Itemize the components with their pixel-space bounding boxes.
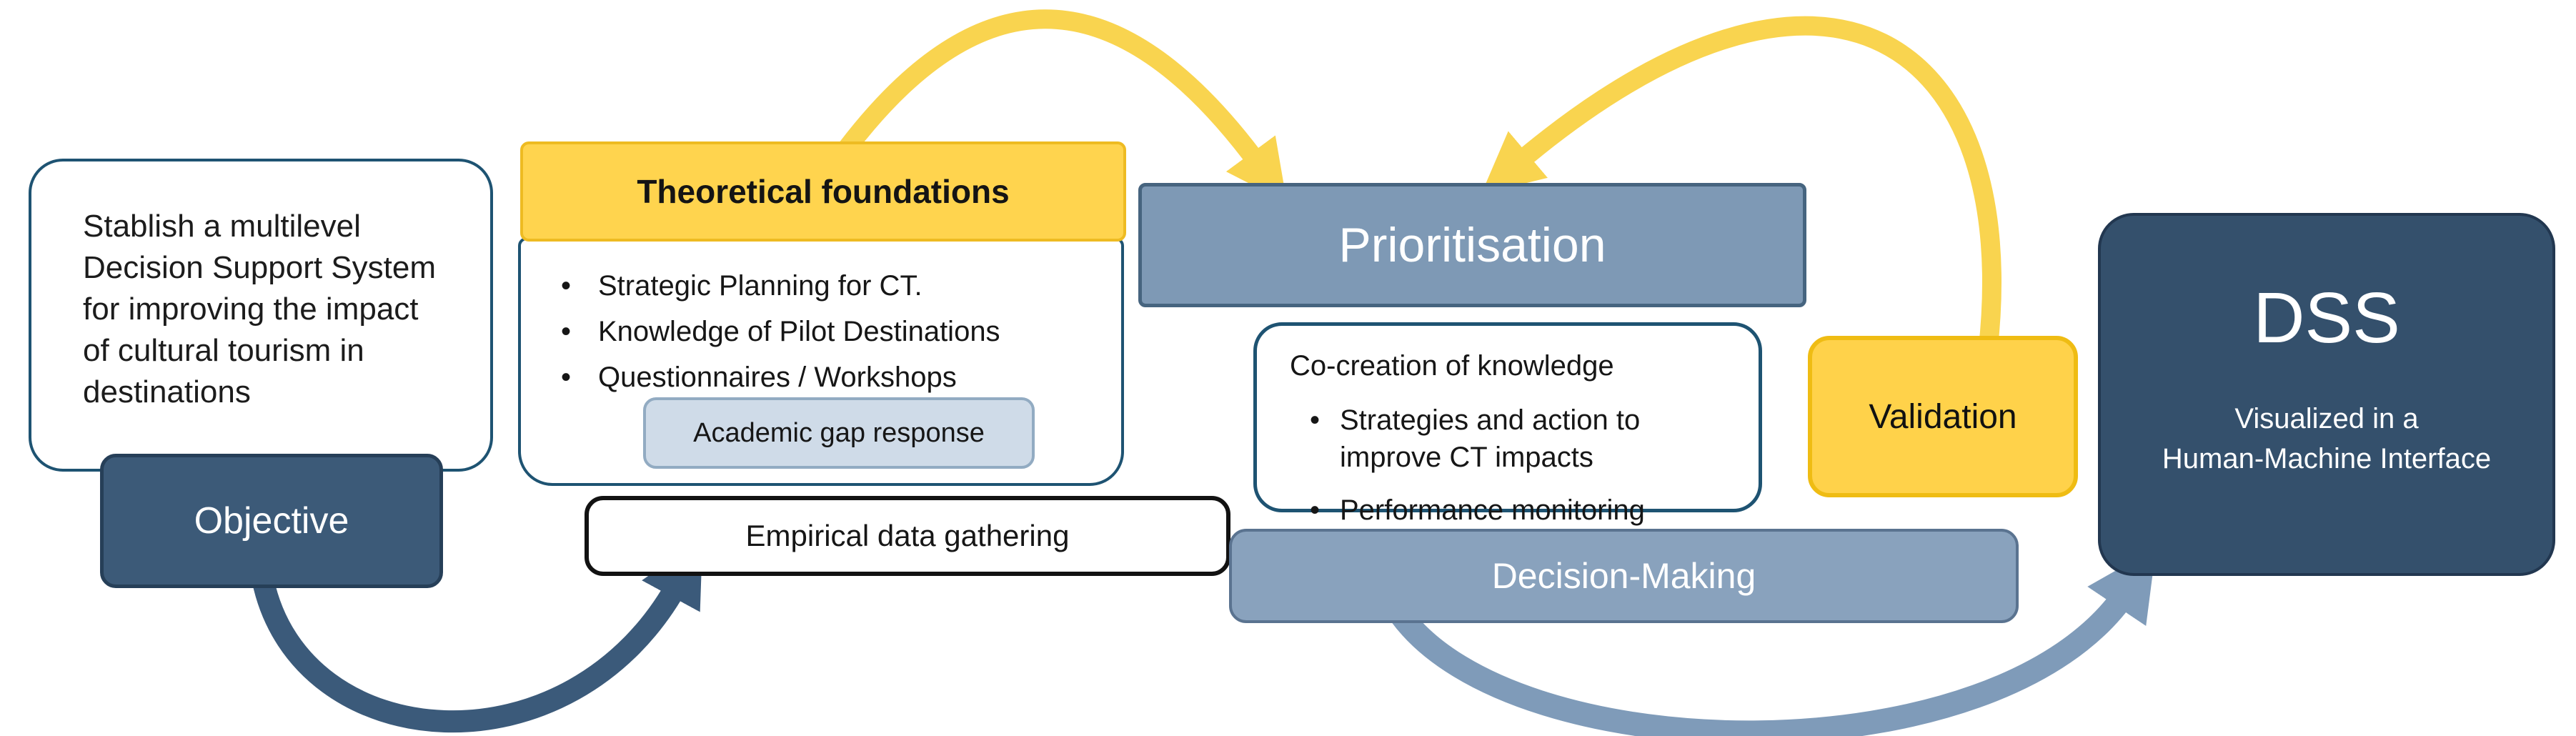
prioritisation-label: Prioritisation <box>1338 218 1606 272</box>
theoretical-foundations-card: • Strategic Planning for CT. • Knowledge… <box>518 237 1124 486</box>
academic-gap-chip: Academic gap response <box>643 397 1035 469</box>
academic-gap-label: Academic gap response <box>693 417 985 448</box>
bullet-icon: • <box>561 362 572 393</box>
arrow-theoretical-to-prioritisation-icon <box>825 9 1288 203</box>
empirical-data-box: Empirical data gathering <box>585 496 1230 576</box>
validation-label: Validation <box>1869 397 2017 436</box>
objective-description-text: Stablish a multilevel Decision Support S… <box>83 209 436 409</box>
list-item: • Questionnaires / Workshops <box>561 354 1104 400</box>
arrow-decision-to-dss-icon <box>1391 547 2157 736</box>
empirical-data-label: Empirical data gathering <box>745 519 1070 552</box>
objective-box: Objective <box>100 454 443 588</box>
bullet-text: Performance monitoring <box>1340 494 1645 526</box>
list-item: • Strategic Planning for CT. <box>561 263 1104 309</box>
co-creation-title: Co-creation of knowledge <box>1290 350 1614 382</box>
theoretical-bullet-list: • Strategic Planning for CT. • Knowledge… <box>561 263 1104 400</box>
bullet-text: Strategies and action to improve CT impa… <box>1340 404 1641 473</box>
arrow-validation-to-prioritisation-icon <box>1481 16 2001 352</box>
bullet-icon: • <box>561 316 572 347</box>
dss-box: DSS Visualized in a Human-Machine Interf… <box>2098 213 2555 576</box>
objective-description-card: Stablish a multilevel Decision Support S… <box>29 159 493 472</box>
bullet-icon: • <box>1309 404 1320 436</box>
bullet-text: Knowledge of Pilot Destinations <box>598 316 1000 347</box>
dss-title: DSS <box>2253 278 2400 358</box>
dss-subtitle: Visualized in a Human-Machine Interface <box>2162 403 2492 474</box>
prioritisation-box: Prioritisation <box>1138 183 1806 307</box>
co-creation-card: Co-creation of knowledge • Strategies an… <box>1253 322 1762 526</box>
objective-label: Objective <box>194 500 349 542</box>
list-item: • Strategies and action to improve CT im… <box>1290 402 1733 476</box>
bullet-text: Strategic Planning for CT. <box>598 270 923 302</box>
validation-box: Validation <box>1808 336 2078 497</box>
bullet-text: Questionnaires / Workshops <box>598 362 957 393</box>
co-creation-content: Co-creation of knowledge • Strategies an… <box>1290 346 1733 529</box>
theoretical-foundations-title: Theoretical foundations <box>637 173 1010 210</box>
arrow-objective-to-empirical-icon <box>252 537 703 733</box>
list-item: • Performance monitoring <box>1290 492 1733 529</box>
theoretical-foundations-header: Theoretical foundations <box>520 141 1126 242</box>
bullet-icon: • <box>1309 494 1320 526</box>
decision-making-box: Decision-Making <box>1229 529 2019 623</box>
bullet-icon: • <box>561 270 572 302</box>
list-item: • Knowledge of Pilot Destinations <box>561 309 1104 354</box>
decision-making-label: Decision-Making <box>1491 556 1756 596</box>
